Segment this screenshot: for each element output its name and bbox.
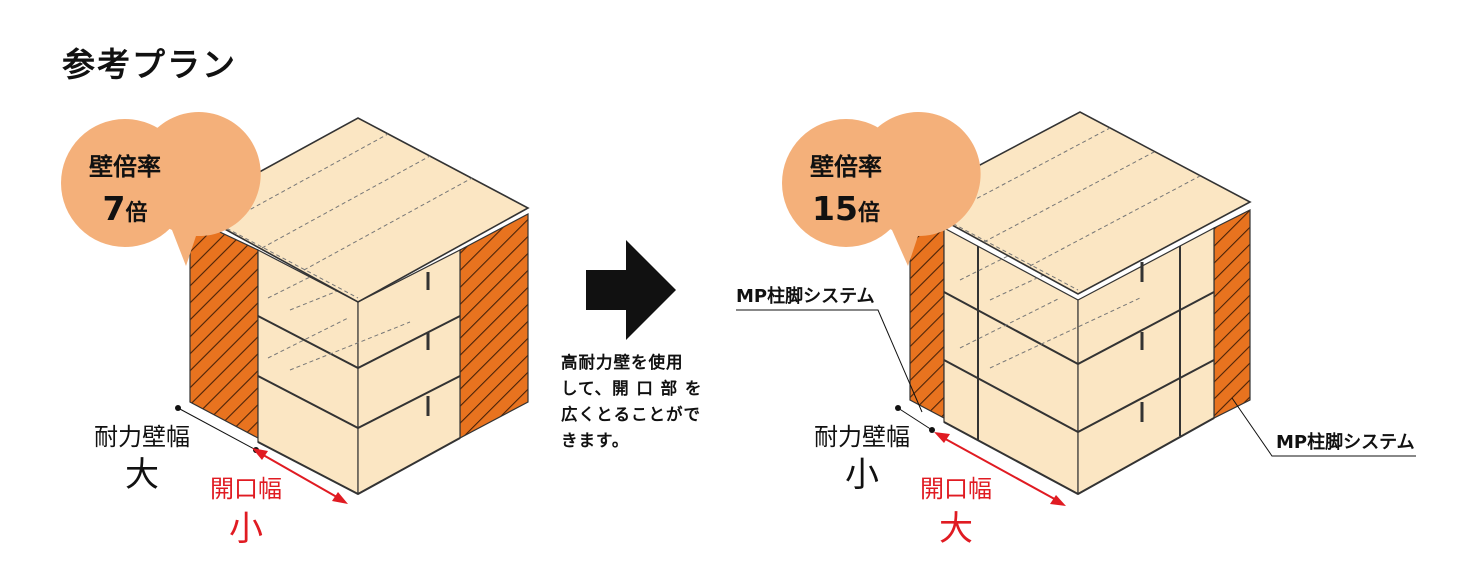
- callout-bottom-label: MP柱脚システム: [1276, 431, 1415, 453]
- right-opening-value: 大: [939, 509, 973, 549]
- left-dimensions: 耐力壁幅 大 開口幅 小: [94, 405, 348, 549]
- left-building: [188, 117, 530, 496]
- right-dimensions: 耐力壁幅 小 開口幅 大: [814, 405, 1066, 549]
- right-opening-label: 開口幅: [920, 475, 992, 503]
- left-opening-label: 開口幅: [210, 475, 282, 503]
- center-line-3: 広くとることがで: [561, 405, 701, 424]
- right-shear-wall-b: [1213, 209, 1251, 419]
- left-opening-value: 小: [229, 509, 263, 549]
- left-wall-width-value: 大: [125, 455, 159, 495]
- left-badge-unit: 倍: [125, 200, 147, 226]
- right-wall-width-label: 耐力壁幅: [814, 423, 910, 451]
- center-line-4: きます。: [561, 431, 630, 450]
- left-shear-wall-b: [459, 213, 529, 439]
- left-roof: [188, 117, 530, 303]
- svg-text:15倍: 15倍: [812, 189, 880, 228]
- right-wall-width-value: 小: [845, 455, 879, 495]
- right-building: [908, 111, 1252, 496]
- left-wall-width-label: 耐力壁幅: [94, 423, 190, 451]
- svg-text:7倍: 7倍: [103, 189, 148, 228]
- center-description: 高耐力壁を使用 して、開 口 部 を 広くとることがで きます。: [561, 350, 711, 454]
- right-callouts: MP柱脚システム MP柱脚システム: [736, 285, 1416, 457]
- center-line-1: 高耐力壁を使用: [561, 353, 684, 372]
- right-badge-value: 15: [812, 189, 858, 228]
- right-roof: [908, 111, 1252, 295]
- right-badge: 壁倍率 15倍: [782, 112, 981, 266]
- left-badge-value: 7: [103, 189, 126, 228]
- arrow-icon: [586, 240, 676, 340]
- left-shear-wall-a: [189, 217, 259, 439]
- page-title: 参考プラン: [62, 45, 237, 84]
- right-opening-arrow: [939, 435, 1061, 503]
- center-line-2: して、開 口 部 を: [561, 379, 703, 398]
- left-badge: 壁倍率 7倍: [61, 112, 261, 267]
- right-badge-unit: 倍: [858, 200, 880, 226]
- right-badge-label: 壁倍率: [810, 153, 882, 181]
- left-opening-arrow: [257, 451, 343, 501]
- left-badge-label: 壁倍率: [89, 153, 161, 181]
- callout-top-label: MP柱脚システム: [736, 285, 875, 307]
